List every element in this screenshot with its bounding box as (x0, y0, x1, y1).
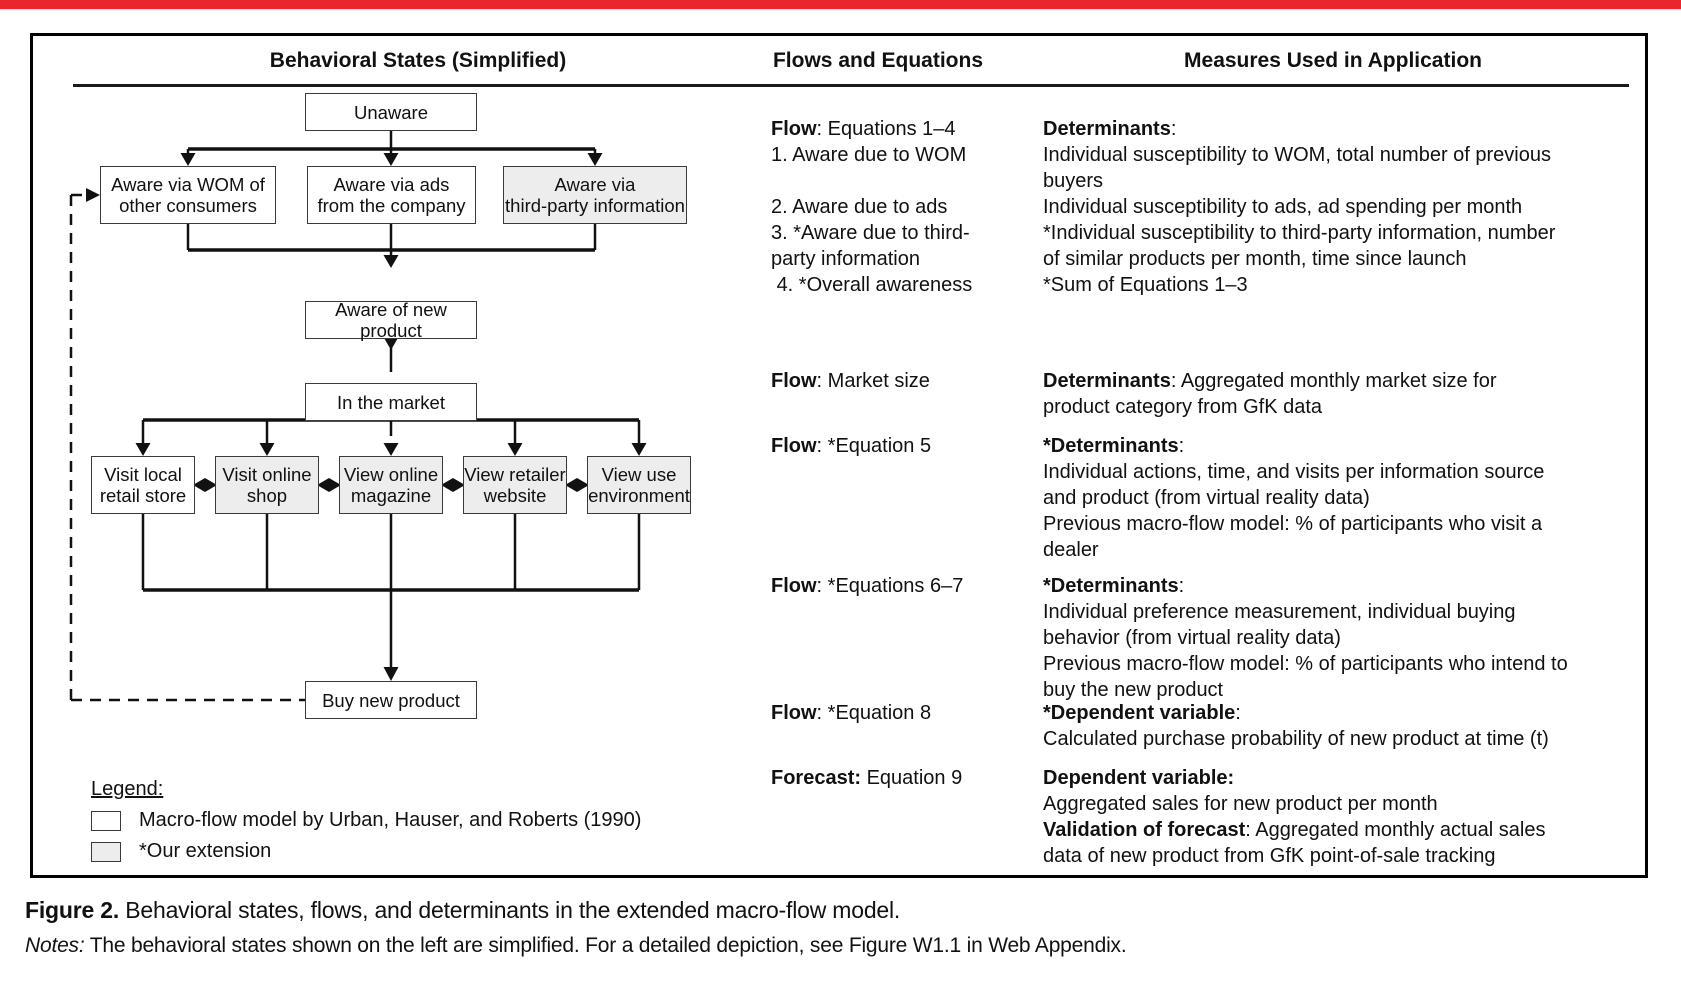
legend-swatch-base (91, 810, 121, 831)
figure-caption: Figure 2. Behavioral states, flows, and … (25, 895, 1127, 961)
diamond-connector-icon (565, 478, 589, 492)
arrowhead-icon (135, 443, 151, 456)
diamond-connector-icon (193, 478, 217, 492)
arrowhead-icon (383, 443, 399, 456)
legend-item-base-label: Macro-flow model by Urban, Hauser, and R… (139, 809, 642, 831)
measures-block-determinants-eq5: *Determinants: Individual actions, time,… (1043, 435, 1545, 561)
node-view-retailer-website: View retailer website (463, 456, 567, 514)
node-aware-via-wom: Aware via WOM of other consumers (100, 166, 276, 224)
column-header-behavioral-states: Behavioral States (Simplified) (269, 49, 567, 72)
arrowhead-icon (383, 667, 399, 681)
node-in-the-market: In the market (305, 383, 477, 421)
legend-swatch-extension (91, 841, 121, 862)
node-buy-new-product: Buy new product (305, 681, 477, 719)
measures-block-market-size: Determinants: Aggregated monthly market … (1043, 370, 1497, 418)
arrowhead-icon (383, 153, 399, 166)
flow-block-market-size: Flow: Market size (771, 370, 930, 392)
figure-frame: Behavioral States (Simplified) Flows and… (30, 33, 1648, 878)
figure-caption-line: Figure 2. Behavioral states, flows, and … (25, 897, 901, 923)
arrowhead-icon (259, 443, 275, 456)
node-view-online-magazine: View online magazine (339, 456, 443, 514)
node-visit-local-retail-store: Visit local retail store (91, 456, 195, 514)
arrowhead-icon (383, 255, 399, 268)
measures-block-determinants-1: Determinants: Individual susceptibility … (1043, 118, 1556, 296)
flow-block-equations-1-4: Flow: Equations 1–4 1. Aware due to WOM … (771, 118, 973, 296)
node-unaware: Unaware (305, 93, 477, 131)
column-header-measures: Measures Used in Application (1184, 49, 1482, 72)
node-aware-via-third-party: Aware via third-party information (503, 166, 687, 224)
figure-notes: Notes: The behavioral states shown on th… (25, 934, 1127, 957)
forecast-block-equation-9: Forecast: Equation 9 (771, 767, 963, 789)
arrowhead-icon (631, 443, 647, 456)
flow-block-equation-5: Flow: *Equation 5 (771, 435, 932, 457)
page-top-accent-bar (0, 0, 1681, 9)
arrowhead-icon (587, 153, 603, 166)
flowchart: Unaware Aware via WOM of other consumers… (33, 36, 793, 875)
node-visit-online-shop: Visit online shop (215, 456, 319, 514)
node-aware-of-new-product: Aware of new product (305, 299, 477, 341)
flow-block-equation-8: Flow: *Equation 8 (771, 702, 932, 724)
legend-title: Legend: (91, 778, 164, 800)
diamond-connector-icon (317, 478, 341, 492)
arrowhead-icon (180, 153, 196, 166)
legend-item-base: Macro-flow model by Urban, Hauser, and R… (91, 809, 641, 832)
diamond-connector-icon (441, 478, 465, 492)
measures-block-forecast: Dependent variable: Aggregated sales for… (1043, 767, 1546, 867)
node-aware-via-ads: Aware via ads from the company (307, 166, 476, 224)
arrowhead-icon (86, 188, 100, 202)
legend-item-extension-label: *Our extension (139, 840, 272, 862)
column-header-flows-equations: Flows and Equations (772, 49, 983, 72)
arrowhead-icon (507, 443, 523, 456)
header-rule (73, 84, 1629, 87)
legend-item-extension: *Our extension (91, 840, 641, 863)
node-view-use-environment: View use environment (587, 456, 691, 514)
legend: Legend: Macro-flow model by Urban, Hause… (91, 778, 641, 871)
arrowhead-icon (383, 337, 399, 350)
flow-block-equations-6-7: Flow: *Equations 6–7 (771, 575, 964, 597)
measures-block-dependent-variable-eq8: *Dependent variable: Calculated purchase… (1043, 702, 1549, 750)
flowchart-connectors (69, 131, 647, 702)
measures-block-determinants-eq6-7: *Determinants: Individual preference mea… (1043, 575, 1568, 701)
figure-number: Figure 2. (25, 897, 120, 923)
